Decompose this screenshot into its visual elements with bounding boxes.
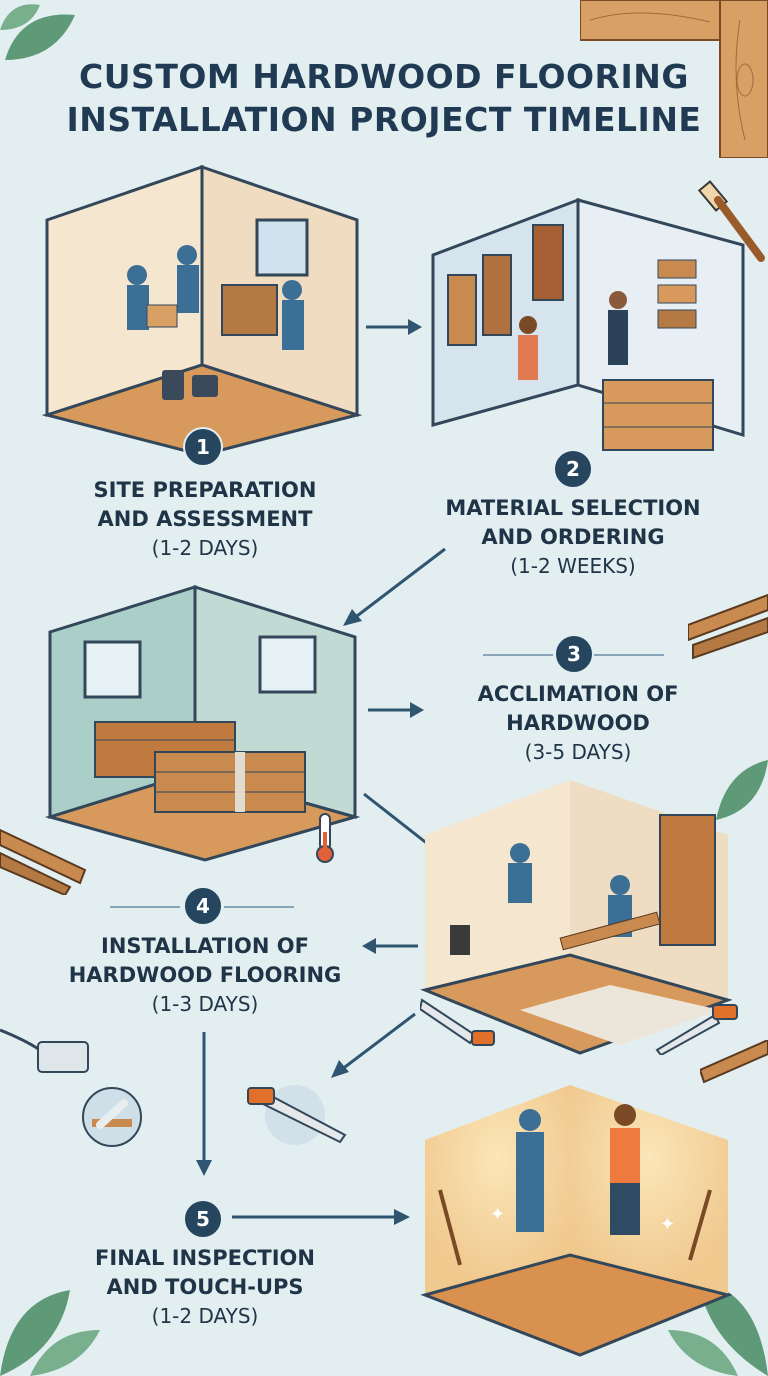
- arrow-left-icon: [362, 938, 418, 954]
- wood-plank-decoration-icon: [0, 828, 87, 895]
- leaf-decoration-icon: [0, 4, 75, 60]
- leaf-decoration-icon: [668, 1280, 768, 1376]
- scraper-tool-icon: [82, 1087, 142, 1147]
- step-5-number-badge: 5: [183, 1199, 223, 1239]
- thermometer-icon: [316, 813, 334, 863]
- leaf-decoration-icon: [716, 760, 768, 820]
- arrow-right-icon: [368, 702, 424, 718]
- acclimation-illustration: [45, 584, 360, 862]
- step-3-number-badge: 3: [554, 634, 594, 674]
- arrow-down-left-icon: [343, 547, 446, 626]
- step-4-label: INSTALLATION OF HARDWOOD FLOORING (1-3 D…: [68, 934, 342, 1016]
- step-3-label: ACCLIMATION OF HARDWOOD (3-5 DAYS): [477, 682, 679, 764]
- handsaw-icon: [655, 1004, 738, 1055]
- arrow-down-left-icon: [331, 1012, 416, 1078]
- step-4-divider-right: [224, 906, 294, 908]
- step-3-divider-right: [594, 654, 664, 656]
- step-5-label: FINAL INSPECTION AND TOUCH-UPS (1-2 DAYS…: [95, 1246, 315, 1328]
- step-2-label: MATERIAL SELECTION AND ORDERING (1-2 WEE…: [445, 496, 701, 578]
- svg-text:✦: ✦: [490, 1204, 505, 1225]
- final-inspection-illustration: ✦ ✦: [420, 1085, 732, 1357]
- handsaw-icon: [420, 998, 495, 1046]
- paintbrush-icon: [697, 180, 765, 262]
- step-4-divider-left: [110, 906, 180, 908]
- site-preparation-illustration: [42, 165, 362, 455]
- wood-plank-decoration-icon: [580, 0, 768, 158]
- arrow-right-icon: [366, 319, 422, 335]
- wood-plank-decoration-icon: [688, 593, 768, 660]
- material-selection-illustration: [431, 197, 745, 451]
- leaf-decoration-icon: [0, 1290, 100, 1376]
- installation-illustration: [420, 780, 732, 1055]
- handsaw-icon: [247, 1085, 347, 1145]
- page-title: CUSTOM HARDWOOD FLOORING INSTALLATION PR…: [66, 57, 702, 139]
- arrow-down-icon: [196, 1032, 212, 1176]
- step-4-number-badge: 4: [183, 886, 223, 926]
- step-2-number-badge: 2: [553, 449, 593, 489]
- svg-text:✦: ✦: [660, 1214, 675, 1235]
- step-1-label: SITE PREPARATION AND ASSESSMENT (1-2 DAY…: [93, 478, 317, 560]
- step-3-divider-left: [483, 654, 553, 656]
- step-1-number-badge: 1: [183, 427, 223, 467]
- arrow-right-icon: [232, 1209, 410, 1225]
- wood-plank-decoration-icon: [700, 1040, 768, 1084]
- power-plug-icon: [0, 1028, 89, 1073]
